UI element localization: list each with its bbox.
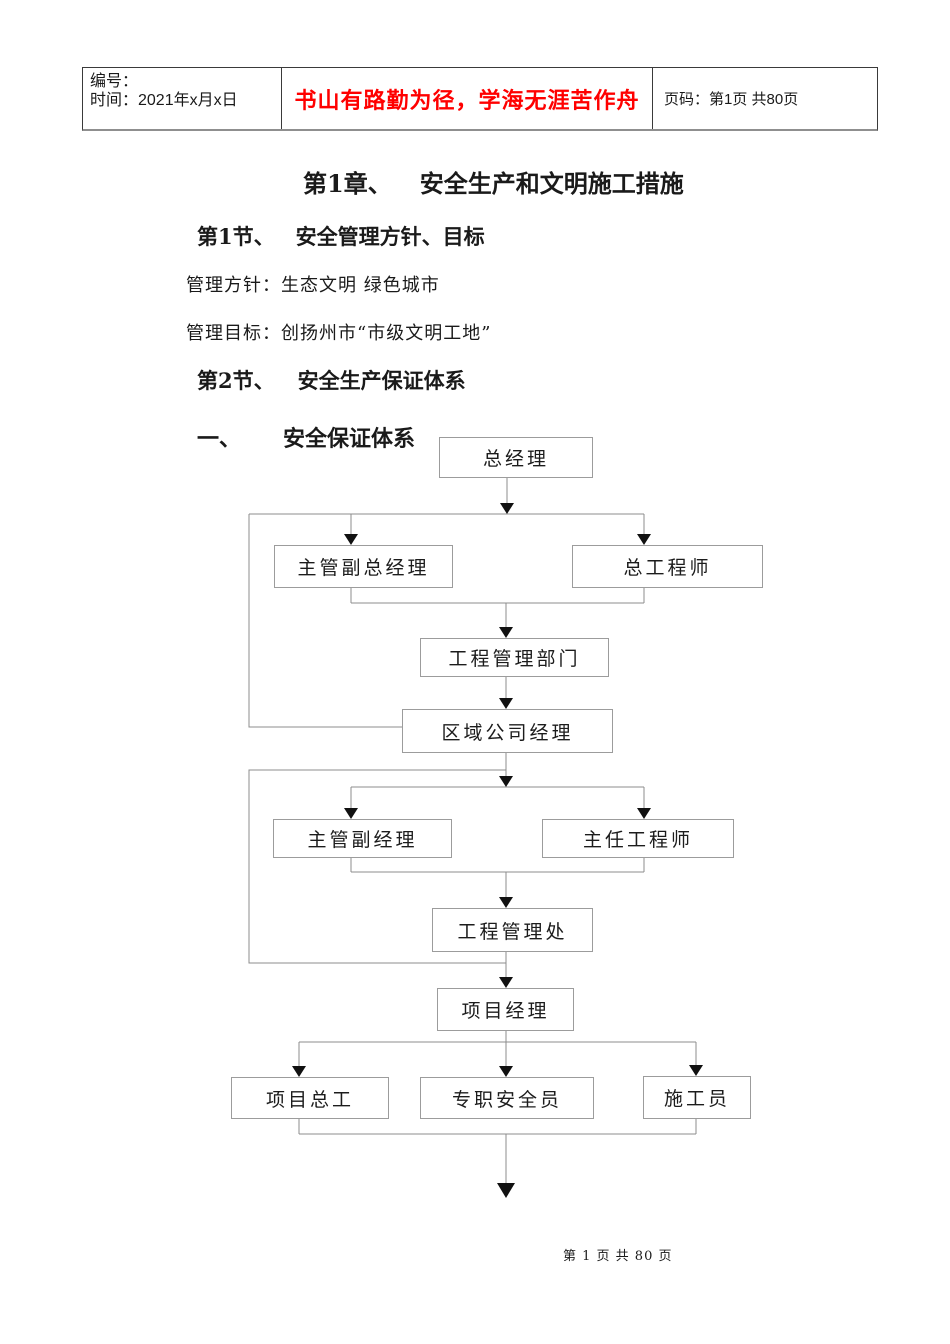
footer-page-number: 第 1 页 共 80 页: [563, 1249, 673, 1264]
flow-node-engineering-management-dept: 工程管理部门: [420, 638, 609, 677]
subsection-number: 一、: [197, 426, 242, 452]
chapter-text: 安全生产和文明施工措施: [419, 169, 684, 198]
flow-node-chief-engineer: 总工程师: [572, 545, 763, 588]
flow-node-project-chief-engineer: 项目总工: [231, 1077, 389, 1119]
arrowheads: [292, 503, 703, 1198]
page-number-label: 页码：第1页 共80页: [664, 91, 799, 108]
section1-number: 第1节、: [197, 224, 275, 249]
subsection-title: 一、 安全保证体系: [197, 421, 415, 453]
header-cell-motto: 书山有路勤为径，学海无涯苦作舟: [282, 68, 653, 129]
flow-node-regional-company-manager: 区域公司经理: [402, 709, 613, 753]
flow-node-deputy-general-manager: 主管副总经理: [274, 545, 453, 588]
paragraph-policy: 管理方针：生态文明 绿色城市: [186, 275, 440, 296]
section1-title: 第1节、安全管理方针、目标: [197, 221, 485, 251]
flow-node-deputy-manager: 主管副经理: [273, 819, 452, 858]
flow-node-general-manager: 总经理: [439, 437, 593, 478]
flowchart-connector-lines: [248, 478, 703, 1198]
flow-node-director-engineer: 主任工程师: [542, 819, 734, 858]
motto-text: 书山有路勤为径，学海无涯苦作舟: [294, 87, 640, 113]
header-table: 编号： 时间：2021年x月x日 书山有路勤为径，学海无涯苦作舟 页码：第1页 …: [82, 67, 878, 131]
section2-number: 第2节、: [197, 368, 275, 393]
flow-node-engineering-management-office: 工程管理处: [432, 908, 593, 952]
header-cell-meta: 编号： 时间：2021年x月x日: [83, 68, 282, 129]
paragraph-goal: 管理目标：创扬州市“市级文明工地”: [186, 323, 492, 344]
subsection-text: 安全保证体系: [283, 426, 416, 452]
header-cell-page: 页码：第1页 共80页: [653, 68, 879, 129]
section1-text: 安全管理方针、目标: [295, 224, 485, 249]
flow-node-project-manager: 项目经理: [437, 988, 574, 1031]
flow-node-full-time-safety-officer: 专职安全员: [420, 1077, 594, 1119]
section2-text: 安全生产保证体系: [297, 368, 466, 393]
safety-assurance-org-chart: 总经理 主管副总经理 总工程师 工程管理部门 区域公司经理 主管副经理 主任工程…: [0, 430, 950, 1220]
section2-title: 第2节、安全生产保证体系: [197, 365, 466, 395]
chapter-title: 第1章、安全生产和文明施工措施: [303, 164, 684, 199]
flow-node-construction-worker: 施工员: [643, 1076, 751, 1119]
doc-number-label: 编号：: [90, 73, 139, 90]
chapter-number: 第1章、: [303, 169, 392, 198]
doc-date-label: 时间：2021年x月x日: [90, 92, 238, 109]
